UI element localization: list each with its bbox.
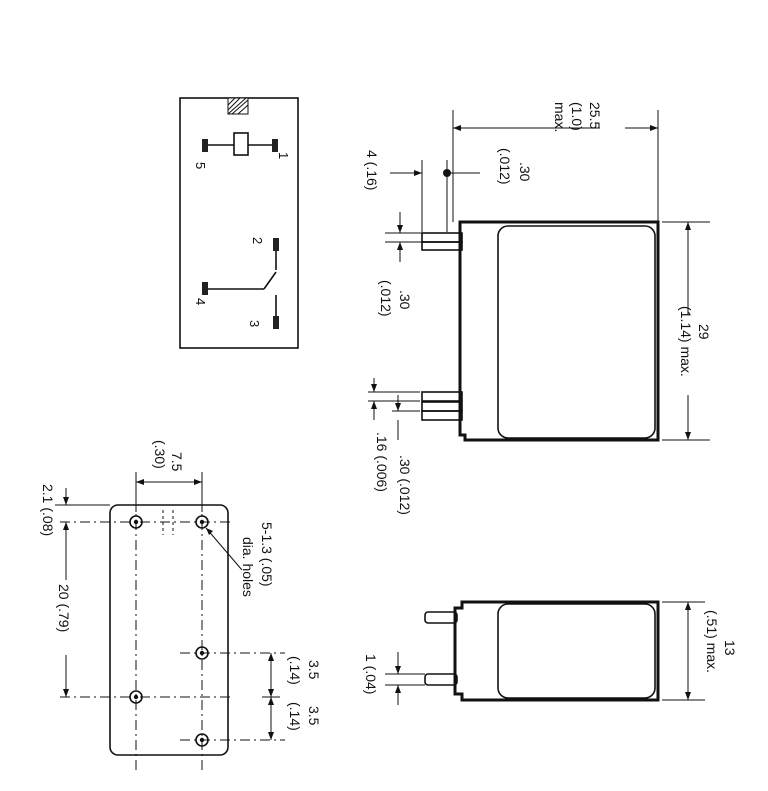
dim-offset-value: 2.1 (.08) xyxy=(40,484,56,536)
dim-overall-width: 25.5 (1.0) max. xyxy=(452,102,659,222)
coil-symbol xyxy=(207,132,272,156)
pin-schematic: 5 1 2 4 3 xyxy=(179,97,299,349)
dim-pin-depth: 4 (.16) .30 (.012) xyxy=(364,148,533,232)
dim-spacing-b-value: 3.5 xyxy=(306,706,322,726)
pin-3-pad xyxy=(273,316,279,329)
side-pins xyxy=(421,232,463,421)
side-view: 25.5 (1.0) max. 4 (.16) .30 (.012) .30 (… xyxy=(364,102,712,515)
dim-pitch-y: 20 (.79) xyxy=(56,540,72,697)
dim-pitch-x-value: 7.5 xyxy=(169,452,185,472)
pin-5-pad xyxy=(202,139,208,152)
dim-overall-width-max: max. xyxy=(552,102,568,132)
dim-overall-width-value: 25.5 xyxy=(587,102,603,129)
pcb-footprint: 7.5 (.30) 2.1 (.08) 20 (.79) 5-1.3 (.05)… xyxy=(40,440,322,770)
end-view: 13 (.51) max. 1 (.04) xyxy=(363,600,738,705)
footprint-outline xyxy=(109,504,229,756)
hole-callout: 5-1.3 (.05) dia. holes xyxy=(205,522,275,597)
dim-pitch-y-value: 20 (.79) xyxy=(56,584,72,632)
dim-height-value: 13 xyxy=(722,640,738,656)
dim-pin-width-value: .16 (.006) xyxy=(374,432,390,492)
pin-label-4: 4 xyxy=(193,298,208,305)
dim-spacing-a-inch: (.14) xyxy=(287,656,303,685)
pin-label-3: 3 xyxy=(247,320,262,327)
pin-label-5: 5 xyxy=(193,162,208,169)
dim-pitch-x-inch: (.30) xyxy=(152,440,168,469)
dim-pin-thickness-2-value: .30 xyxy=(397,290,413,310)
dim-end-pin-width-value: 1 (.04) xyxy=(363,654,379,694)
orientation-marker xyxy=(227,97,249,115)
dim-end-pin-width: 1 (.04) xyxy=(363,652,425,705)
dim-pin-thickness-value: .30 xyxy=(517,162,533,182)
dim-length: 29 (1.14) max. xyxy=(662,221,712,441)
dim-spacing: 3.5 (.14) 3.5 (.14) xyxy=(262,653,322,740)
dim-overall-width-inch: (1.0) xyxy=(569,102,585,131)
end-pins xyxy=(424,611,458,686)
schematic-outline xyxy=(179,97,299,349)
side-body-outline xyxy=(458,220,660,442)
contact-switch xyxy=(207,246,277,322)
end-cover xyxy=(497,603,656,699)
dim-pin-thickness-2: .30 (.012) xyxy=(378,212,425,317)
dim-pin-thickness-2-inch: (.012) xyxy=(378,280,394,317)
side-cover xyxy=(497,225,656,439)
dim-offset: 2.1 (.08) xyxy=(40,484,110,540)
dim-spacing-b-inch: (.14) xyxy=(287,702,303,731)
hole-note-size: 5-1.3 (.05) xyxy=(259,522,275,587)
dim-height: 13 (.51) max. xyxy=(662,601,738,701)
dim-pin-thickness-inch: (.012) xyxy=(497,148,513,185)
dim-pin-width: .16 (.006) .30 (.012) xyxy=(368,378,420,515)
pin-label-2: 2 xyxy=(250,237,265,244)
dim-pin-width-2-value: .30 (.012) xyxy=(397,455,413,515)
hole-note-desc: dia. holes xyxy=(240,537,256,597)
dim-length-value: 29 xyxy=(696,324,712,340)
end-body-outline xyxy=(453,600,660,702)
mounting-holes xyxy=(129,515,209,747)
dim-spacing-a-value: 3.5 xyxy=(306,660,322,680)
pin-label-1: 1 xyxy=(276,152,291,159)
dim-pitch-x: 7.5 (.30) xyxy=(135,440,203,512)
pin-1-pad xyxy=(272,139,278,152)
dim-pin-depth-value: 4 (.16) xyxy=(364,150,380,190)
dim-length-inch: (1.14) max. xyxy=(678,306,694,377)
dim-height-inch: (.51) max. xyxy=(704,610,720,673)
pin-4-pad xyxy=(202,282,208,295)
pin-2-pad xyxy=(273,238,279,251)
